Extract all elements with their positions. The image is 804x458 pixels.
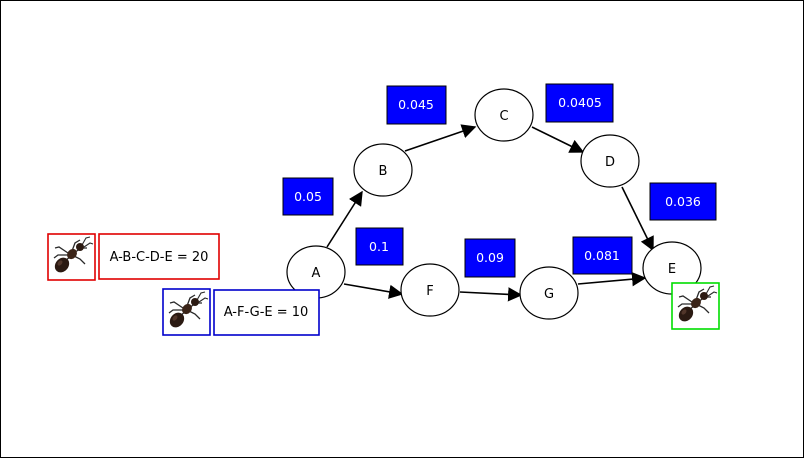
- node-e-label: E: [668, 262, 676, 277]
- path-legend-2: A-F-G-E = 10: [162, 288, 320, 336]
- edge-b-c: [404, 124, 477, 152]
- node-a-label: A: [312, 266, 321, 281]
- weight-g-e: 0.081: [572, 236, 633, 275]
- node-g: G: [519, 266, 579, 320]
- weight-a-b-value: 0.05: [294, 189, 322, 204]
- edge-a-f: [343, 283, 404, 299]
- node-g-label: G: [544, 287, 554, 302]
- weight-b-c: 0.045: [386, 85, 447, 125]
- node-b-label: B: [379, 164, 388, 179]
- weight-g-e-value: 0.081: [584, 248, 620, 263]
- edge-f-g: [459, 287, 523, 302]
- weight-b-c-value: 0.045: [398, 97, 434, 112]
- path-legend-1: A-B-C-D-E = 20: [47, 233, 220, 281]
- node-f-label: F: [426, 284, 433, 299]
- edge-a-b: [326, 190, 363, 248]
- node-d-label: D: [605, 155, 615, 170]
- edge-c-d: [531, 126, 585, 153]
- node-b: B: [353, 143, 413, 197]
- node-d: D: [580, 134, 640, 188]
- weight-c-d-value: 0.0405: [558, 95, 602, 110]
- weight-a-f: 0.1: [355, 227, 404, 266]
- node-c-label: C: [499, 109, 508, 124]
- path-1-text: A-B-C-D-E = 20: [110, 250, 209, 265]
- edge-g-e: [577, 271, 647, 287]
- node-f: F: [400, 263, 460, 317]
- destination-ant: [671, 282, 720, 330]
- weight-f-g-value: 0.09: [476, 250, 504, 265]
- weight-d-e-value: 0.036: [665, 194, 701, 209]
- edge-d-e: [621, 186, 654, 252]
- node-c: C: [474, 88, 534, 142]
- weight-f-g: 0.09: [464, 238, 516, 278]
- weight-a-b: 0.05: [282, 177, 334, 216]
- weight-d-e: 0.036: [649, 182, 717, 221]
- path-2-text: A-F-G-E = 10: [224, 305, 309, 320]
- weight-c-d: 0.0405: [545, 83, 614, 123]
- node-e: E: [642, 241, 702, 295]
- weight-a-f-value: 0.1: [369, 239, 389, 254]
